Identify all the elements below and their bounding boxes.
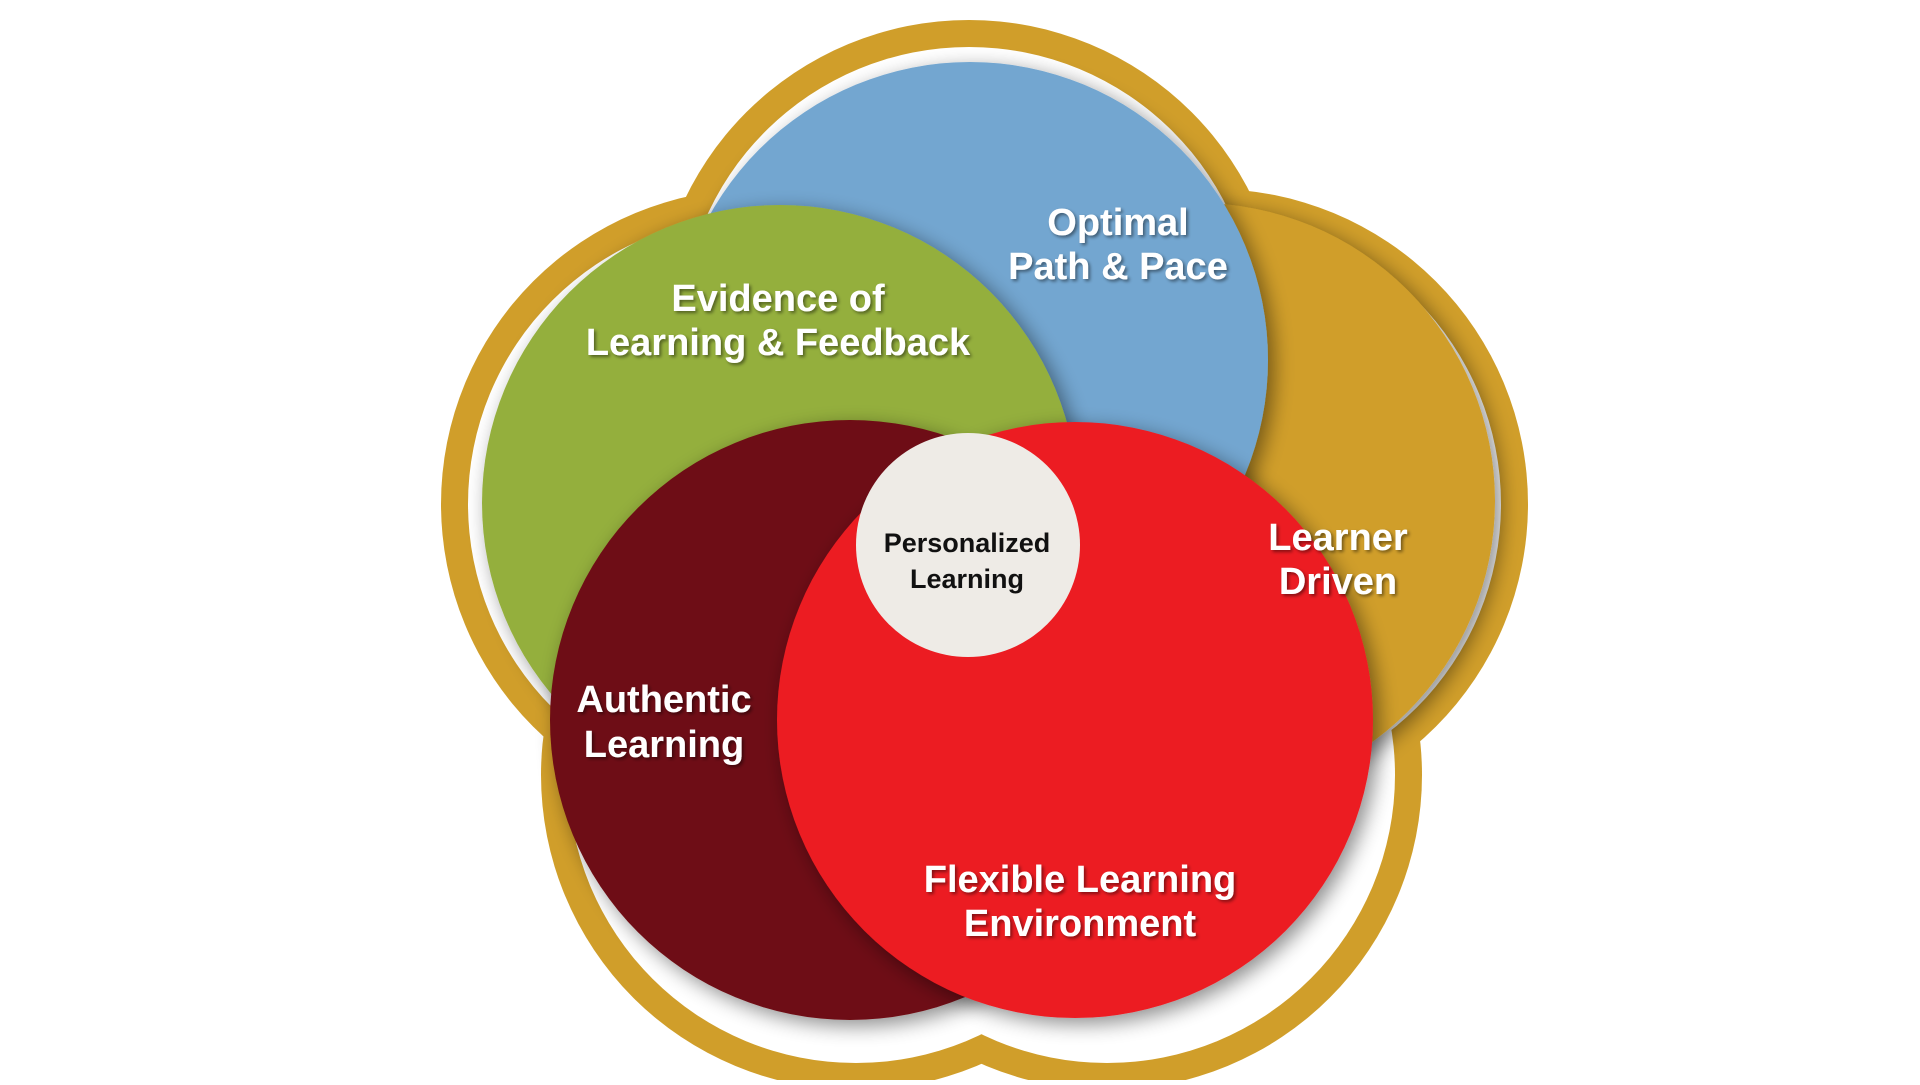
label-personalized-learning: Personalized Learning (884, 528, 1051, 594)
center-disc-top (856, 433, 1080, 657)
label-optimal-line1: Optimal (1047, 202, 1188, 244)
label-flexible-line2: Environment (964, 903, 1197, 945)
label-learner-line1: Learner (1268, 517, 1408, 559)
label-evidence-of-learning: Evidence of Learning & Feedback (586, 278, 971, 364)
label-optimal-path-pace: Optimal Path & Pace (1008, 202, 1228, 288)
label-flexible-line1: Flexible Learning (924, 859, 1237, 901)
center-label-line1: Personalized (884, 528, 1051, 558)
label-authentic-line2: Learning (584, 724, 744, 766)
center-label-line2: Learning (910, 564, 1024, 594)
label-authentic-learning: Authentic Learning (576, 679, 751, 766)
label-flexible-learning: Flexible Learning Environment (924, 859, 1237, 945)
label-authentic-line1: Authentic (576, 679, 751, 721)
label-learner-line2: Driven (1279, 561, 1397, 603)
label-optimal-line2: Path & Pace (1008, 246, 1228, 288)
label-evidence-line1: Evidence of (671, 278, 885, 320)
label-evidence-line2: Learning & Feedback (586, 322, 971, 364)
label-learner-driven: Learner Driven (1268, 517, 1408, 603)
